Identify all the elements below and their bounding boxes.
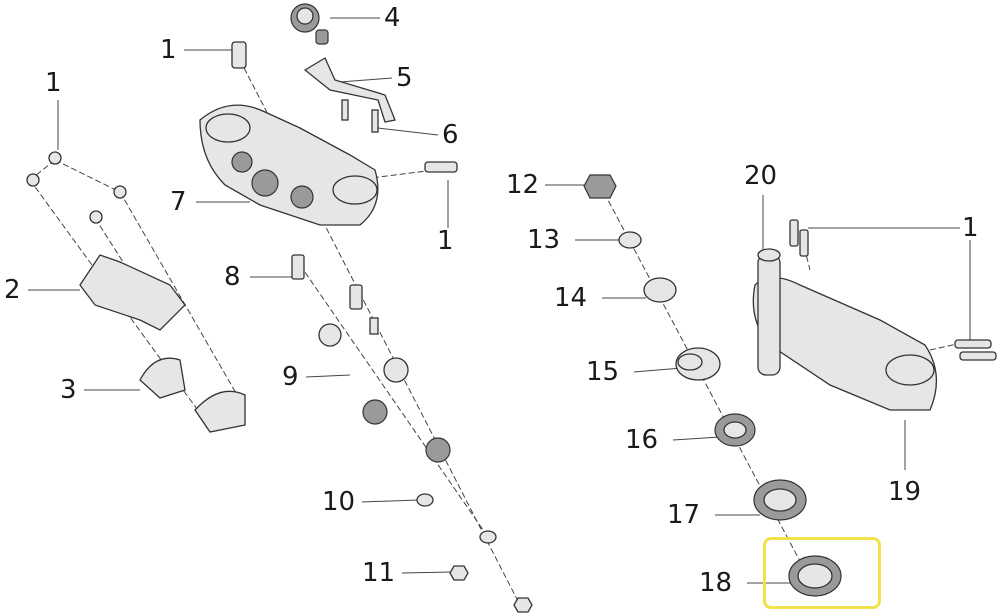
label-4: 4 xyxy=(384,3,401,33)
label-18: 18 xyxy=(699,568,733,598)
part-10-washer xyxy=(416,493,434,507)
bolt-1b xyxy=(424,161,458,173)
part-14-nut xyxy=(643,277,677,303)
part-2-handlebar-clamp xyxy=(79,254,186,331)
label-1: 1 xyxy=(160,35,177,65)
part-3-lower-clamp xyxy=(139,357,186,399)
label-16: 16 xyxy=(625,425,659,455)
part-shapes xyxy=(26,3,997,613)
part-8-stud xyxy=(291,254,305,280)
label-1: 1 xyxy=(437,226,454,256)
bolt-1 xyxy=(231,41,247,69)
label-3: 3 xyxy=(60,375,77,405)
highlight-box-part-18 xyxy=(763,537,881,609)
part-13-washer xyxy=(618,231,642,249)
label-2: 2 xyxy=(4,275,21,305)
label-7: 7 xyxy=(170,187,187,217)
part-20-stem xyxy=(757,254,781,376)
part-12-nut xyxy=(583,174,617,199)
label-13: 13 xyxy=(527,225,561,255)
label-9: 9 xyxy=(282,362,299,392)
part-11-nut xyxy=(449,565,469,581)
label-1: 1 xyxy=(45,68,62,98)
label-17: 17 xyxy=(667,500,701,530)
label-20: 20 xyxy=(744,161,778,191)
label-14: 14 xyxy=(554,283,588,313)
part-5-bracket xyxy=(303,57,396,123)
label-10: 10 xyxy=(322,487,356,517)
label-11: 11 xyxy=(362,558,396,588)
label-8: 8 xyxy=(224,262,241,292)
label-6: 6 xyxy=(442,120,459,150)
part-19-lower-clamp xyxy=(752,276,938,411)
label-12: 12 xyxy=(506,170,540,200)
label-19: 19 xyxy=(888,477,922,507)
part-9-bush xyxy=(318,323,342,347)
label-1: 1 xyxy=(962,213,979,243)
label-15: 15 xyxy=(586,357,620,387)
label-5: 5 xyxy=(396,63,413,93)
